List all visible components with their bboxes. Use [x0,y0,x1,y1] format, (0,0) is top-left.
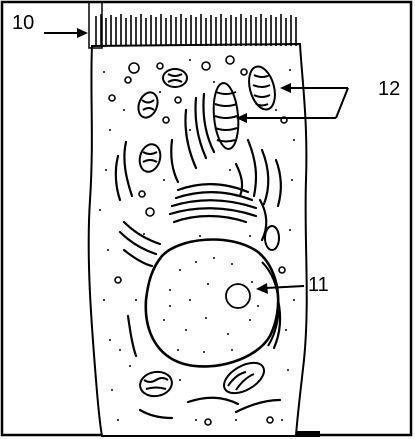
microvilli [96,14,296,46]
nucleus [146,240,278,367]
label-10: 10 [12,12,34,34]
nucleolus [226,284,250,308]
label-12: 12 [378,78,400,100]
label-11: 11 [308,274,329,296]
arrow-10 [44,28,88,38]
